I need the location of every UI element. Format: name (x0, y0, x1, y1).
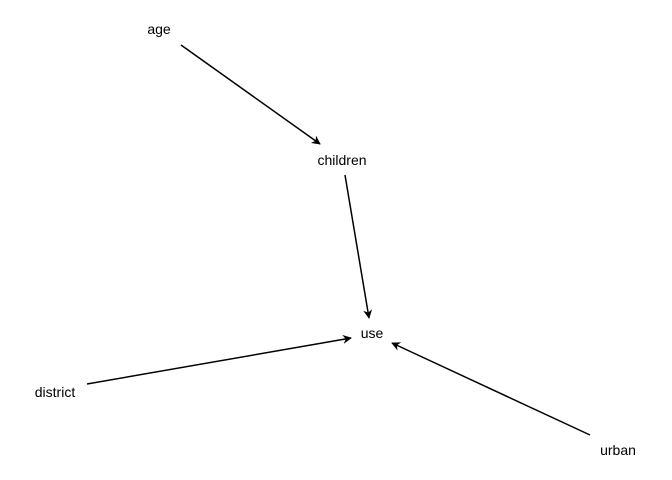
node-urban: urban (600, 442, 636, 458)
edge-urban-use (391, 342, 591, 436)
edge-children-use (344, 174, 373, 319)
node-use: use (361, 325, 384, 341)
edge-age-children (180, 44, 321, 145)
node-children: children (317, 152, 366, 168)
edges (86, 44, 591, 436)
node-district: district (35, 384, 76, 400)
node-age: age (147, 21, 171, 37)
nodes: age children use district urban (35, 21, 636, 458)
edge-district-use (86, 334, 352, 385)
